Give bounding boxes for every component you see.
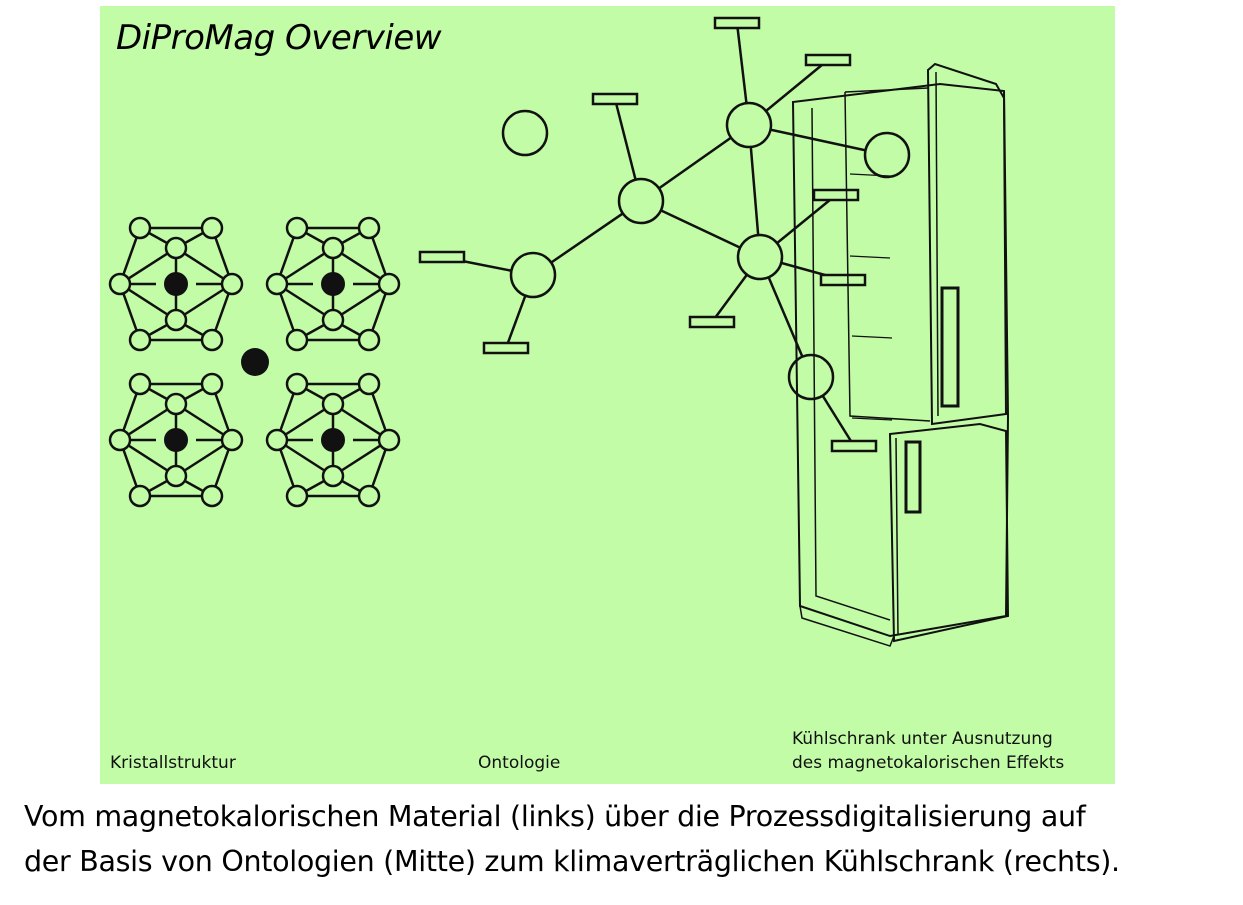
fridge-base (799, 605, 895, 647)
label-fridge-line1: Kühlschrank unter Ausnutzung (792, 729, 1053, 749)
ontology-node (863, 131, 911, 179)
crystal-atom (200, 484, 224, 508)
fridge-cavity (811, 107, 891, 621)
crystal-atom (200, 328, 224, 352)
crystal-atom (357, 372, 381, 396)
ontology-graph (418, 16, 911, 453)
caption-line1: Vom magnetokalorischen Material (links) … (24, 800, 1086, 833)
ontology-node (509, 251, 557, 299)
ontology-property-box (591, 92, 639, 106)
crystal-atom (285, 372, 309, 396)
crystal-core-atom (321, 428, 345, 452)
ontology-node (501, 109, 549, 157)
ontology-property-box (804, 53, 852, 67)
label-crystal-structure: Kristallstruktur (110, 753, 236, 773)
crystal-center-atom (241, 348, 269, 376)
crystal-atom (128, 372, 152, 396)
crystal-core-atom (164, 428, 188, 452)
ontology-property-box (830, 439, 878, 453)
ontology-property-box (819, 273, 867, 287)
fridge-lower-door (888, 422, 1010, 643)
label-fridge-line2: des magnetokalorischen Effekts (792, 753, 1065, 773)
crystal-core-atom (321, 272, 345, 296)
crystal-atom (321, 464, 345, 488)
crystal-atom (128, 484, 152, 508)
fridge-upper-handle (940, 286, 960, 408)
ontology-property-box (418, 250, 466, 264)
ontology-property-box (713, 16, 761, 30)
ontology-node (617, 177, 665, 225)
crystal-atom (377, 428, 401, 452)
ontology-link (748, 123, 888, 157)
crystal-atom (321, 392, 345, 416)
caption-line2: der Basis von Ontologien (Mitte) zum kli… (24, 845, 1120, 878)
ontology-property-box (812, 188, 860, 202)
crystal-atom (164, 236, 188, 260)
label-fridge: Kühlschrank unter Ausnutzung des magneto… (792, 727, 1064, 775)
fridge-lower-door-edge (895, 437, 899, 635)
ontology-node (787, 353, 835, 401)
crystal-atom (357, 484, 381, 508)
crystal-atom (265, 428, 289, 452)
crystal-atom (265, 272, 289, 296)
ontology-property-box (482, 341, 530, 355)
crystal-cluster (108, 372, 244, 508)
crystal-atom (285, 216, 309, 240)
diagram-panel: DiProMag Overview Kristallstruktur Ontol… (100, 6, 1115, 784)
crystal-atom (357, 328, 381, 352)
crystal-core-atom (164, 272, 188, 296)
crystal-atom (357, 216, 381, 240)
crystal-atom (285, 484, 309, 508)
crystal-atom (108, 272, 132, 296)
crystal-atom (220, 428, 244, 452)
crystal-atom (321, 308, 345, 332)
crystal-atom (220, 272, 244, 296)
crystal-atom (321, 236, 345, 260)
crystal-atom (128, 328, 152, 352)
fridge-drawing (791, 62, 1010, 647)
fridge-lower-handle (904, 440, 922, 514)
diagram-canvas (108, 16, 1010, 647)
fridge-shelves (849, 173, 893, 421)
crystal-atom (200, 372, 224, 396)
crystal-cluster (108, 216, 244, 352)
ontology-node (736, 233, 784, 281)
crystal-cluster (265, 216, 401, 352)
figure-caption: Vom magnetokalorischen Material (links) … (24, 794, 1234, 884)
fridge-upper-door (926, 62, 1008, 426)
ontology-property-box (688, 315, 736, 329)
label-ontology: Ontologie (478, 753, 561, 773)
crystal-structures (108, 216, 401, 508)
diagram-title: DiProMag Overview (116, 18, 442, 58)
ontology-node (725, 101, 773, 149)
crystal-cluster (265, 372, 401, 508)
fridge-upper-door-edge (935, 71, 939, 417)
fridge-inner-wall (844, 91, 931, 422)
crystal-atom (377, 272, 401, 296)
crystal-atom (200, 216, 224, 240)
fridge-top-rim (844, 87, 929, 93)
crystal-atom (164, 308, 188, 332)
crystal-atom (108, 428, 132, 452)
crystal-atom (128, 216, 152, 240)
crystal-atom (164, 392, 188, 416)
crystal-atom (164, 464, 188, 488)
crystal-atom (285, 328, 309, 352)
